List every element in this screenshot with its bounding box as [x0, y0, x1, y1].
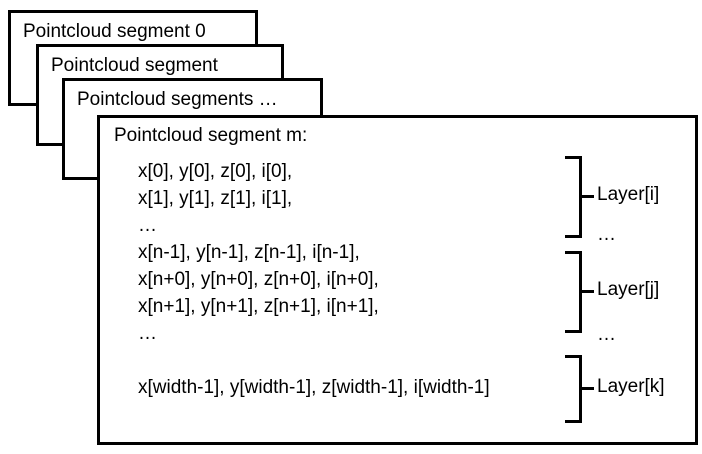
- pointcloud-data-line-list: x[0], y[0], z[0], i[0], x[1], y[1], z[1]…: [138, 158, 608, 401]
- pointcloud-segment-main-title: Pointcloud segment m:: [114, 125, 308, 146]
- pointcloud-data-line: x[1], y[1], z[1], i[1],: [138, 188, 293, 209]
- pointcloud-data-line: x[n+1], y[n+1], z[n+1], i[n+1],: [138, 296, 379, 317]
- pointcloud-data-line: x[n+0], y[n+0], z[n+0], i[n+0],: [138, 269, 379, 290]
- pointcloud-segment-card-1-title: Pointcloud segment: [51, 55, 218, 76]
- pointcloud-segment-card-2-title: Pointcloud segments …: [77, 89, 278, 110]
- pointcloud-data-line: x[width-1], y[width-1], z[width-1], i[wi…: [138, 377, 490, 398]
- pointcloud-data-line: x[0], y[0], z[0], i[0],: [138, 161, 293, 182]
- pointcloud-data-line: x[n-1], y[n-1], z[n-1], i[n-1],: [138, 242, 360, 263]
- pointcloud-data-line-spacer: [138, 347, 608, 374]
- pointcloud-data-line: …: [138, 323, 158, 344]
- pointcloud-segment-card-0-title: Pointcloud segment 0: [23, 21, 206, 42]
- pointcloud-segment-main-card: Pointcloud segment m: x[0], y[0], z[0], …: [97, 115, 698, 445]
- pointcloud-data-line: …: [138, 215, 158, 236]
